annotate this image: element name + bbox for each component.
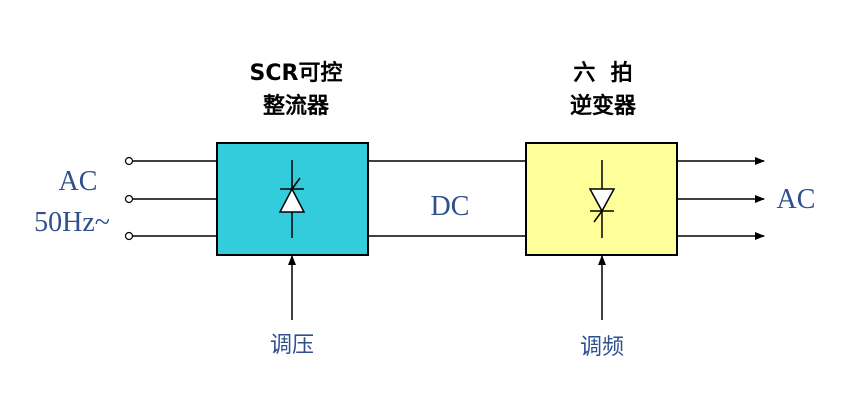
input-ac-label: AC: [59, 166, 98, 197]
inverter-title-line2: 逆变器: [570, 93, 637, 119]
output-lines: [677, 157, 765, 240]
input-terminal-1: [124, 156, 134, 166]
input-frequency-label: 50Hz~: [34, 207, 110, 238]
output-ac-label: AC: [777, 184, 816, 215]
input-terminal-2: [124, 194, 134, 204]
dc-label: DC: [431, 191, 470, 222]
voltage-control-label: 调压: [270, 333, 314, 358]
inverter-title-line1: 六 拍: [573, 60, 632, 86]
thyristor-icon: [278, 160, 306, 238]
input-terminal-3: [124, 231, 134, 241]
inverter-thyristor-icon: [588, 160, 616, 238]
input-lines: [124, 156, 217, 241]
rectifier-title-line1: SCR可控: [250, 60, 343, 86]
rectifier-title-line2: 整流器: [263, 93, 330, 119]
frequency-control-label: 调频: [580, 335, 624, 360]
